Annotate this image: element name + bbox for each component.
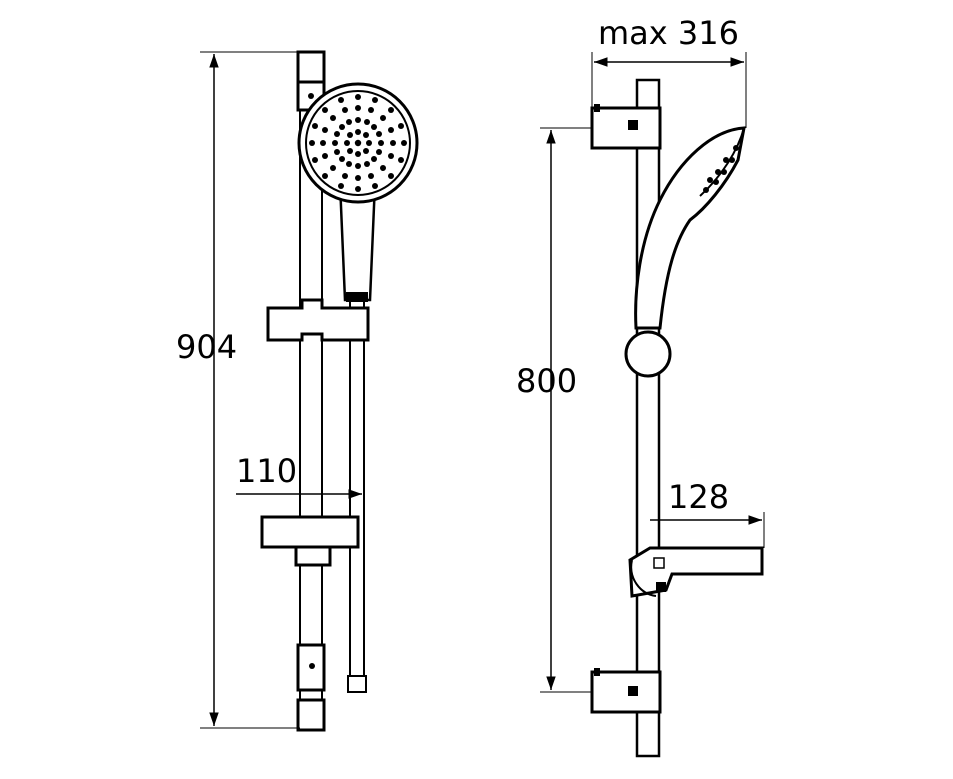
bottom-end-cap <box>296 698 326 732</box>
max-projection-dimension-label: max 316 <box>598 14 739 52</box>
shower-nozzles <box>309 94 407 192</box>
soap-dish <box>260 515 360 549</box>
hose-offset-dimension <box>236 488 365 520</box>
front-view: 904 110 <box>176 50 419 732</box>
soap-dish-depth-dimension <box>650 512 765 548</box>
height-dimension <box>200 51 300 729</box>
bracket-spacing-dimension <box>540 127 592 693</box>
side-soap-dish <box>628 546 764 598</box>
hose-offset-dimension-label: 110 <box>236 452 297 490</box>
height-dimension-label: 904 <box>176 328 237 366</box>
side-shower-nozzles <box>703 145 739 193</box>
soap-dish-depth-dimension-label: 128 <box>668 478 729 516</box>
side-view: max 316 800 128 <box>516 14 765 758</box>
side-top-bracket <box>590 106 662 150</box>
side-bottom-bracket <box>590 670 662 714</box>
max-projection-dimension <box>591 52 747 128</box>
bracket-spacing-dimension-label: 800 <box>516 362 577 400</box>
side-slider <box>624 330 672 378</box>
side-slide-rail <box>635 78 661 758</box>
slider-holder <box>266 298 370 342</box>
top-end-cap <box>296 50 326 84</box>
